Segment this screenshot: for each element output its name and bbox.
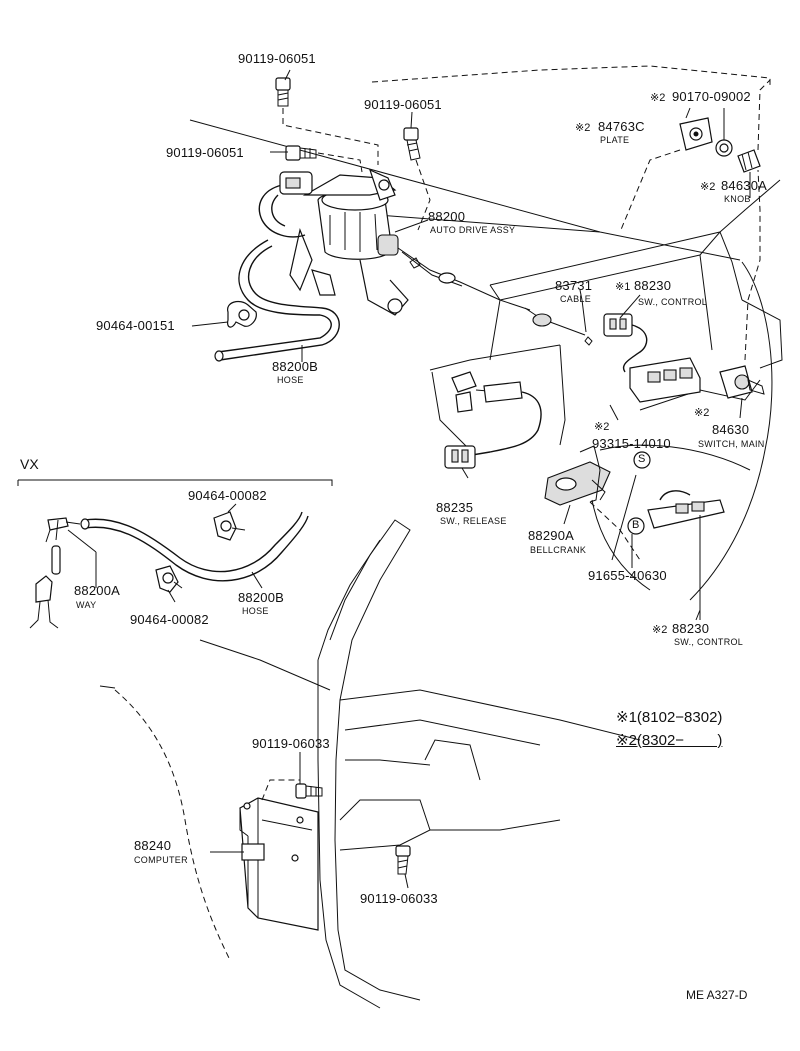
screw-93315-mark: ※2 bbox=[594, 421, 610, 433]
computer-bolt-lower-art bbox=[395, 845, 411, 875]
sw-control-2-number: 88230 bbox=[672, 621, 710, 636]
switch-main-name: SWITCH, MAIN bbox=[698, 439, 765, 449]
cable-art bbox=[524, 299, 593, 346]
legend-row-1: ※1(8102−8302) bbox=[616, 708, 722, 726]
bolt-top-left-art bbox=[275, 77, 379, 165]
computer-art bbox=[239, 779, 319, 931]
bolt-computer-upper-number: 90119-06033 bbox=[252, 736, 330, 751]
callout-s-art bbox=[611, 451, 651, 561]
legend-range-1: (8102−8302) bbox=[636, 709, 723, 726]
leader-lines bbox=[67, 69, 751, 889]
cable-name: CABLE bbox=[560, 294, 592, 304]
nut-number: 90170-09002 bbox=[672, 89, 751, 104]
plate-name: PLATE bbox=[600, 135, 630, 145]
auto-drive-number: 88200 bbox=[428, 209, 466, 224]
vx-way-art bbox=[29, 517, 81, 629]
sw-release-name: SW., RELEASE bbox=[440, 516, 507, 526]
screw-91655-number: 91655-40630 bbox=[588, 568, 667, 583]
plate-mark: ※2 bbox=[575, 122, 591, 134]
bolt-top-mid-number: 90119-06051 bbox=[364, 97, 442, 112]
upper-hose-art bbox=[214, 239, 340, 362]
computer-name: COMPUTER bbox=[134, 855, 188, 865]
computer-bolt-upper-art bbox=[295, 783, 323, 799]
sw-release-number: 88235 bbox=[436, 500, 474, 515]
knob-number: 84630A bbox=[721, 178, 768, 193]
sw-release-art bbox=[444, 371, 542, 469]
upper-clamp-art bbox=[227, 300, 257, 328]
bellcrank-art bbox=[544, 445, 641, 561]
callout-b: B bbox=[632, 519, 640, 531]
cable-number: 83731 bbox=[555, 278, 593, 293]
steering-wheel-outline bbox=[591, 261, 773, 601]
bolt-left-number: 90119-06051 bbox=[166, 145, 244, 160]
sw-control-1-art bbox=[603, 313, 701, 403]
bolt-left-art bbox=[285, 145, 363, 173]
callout-b-art bbox=[627, 517, 645, 535]
screw-93315-number: 93315-14010 bbox=[592, 436, 671, 451]
sw-control-2-art bbox=[647, 490, 725, 620]
bolt-top-mid-art bbox=[403, 127, 431, 231]
diagram-code: ME A327-D bbox=[686, 988, 748, 1002]
bellcrank-name: BELLCRANK bbox=[530, 545, 587, 555]
clamp-vx-upper-number: 90464-00082 bbox=[188, 488, 267, 503]
vx-label: VX bbox=[20, 456, 39, 472]
sw-control-1-name: SW., CONTROL bbox=[638, 297, 708, 307]
legend-range-2: (8302− ) bbox=[636, 732, 723, 749]
switch-main-art bbox=[719, 79, 771, 399]
knob-mark: ※2 bbox=[700, 181, 716, 193]
hose-upper-name: HOSE bbox=[277, 375, 304, 385]
computer-number: 88240 bbox=[134, 838, 172, 853]
plate-number: 84763C bbox=[598, 119, 645, 134]
sw-control-2-name: SW., CONTROL bbox=[674, 637, 744, 647]
bolt-top-left-number: 90119-06051 bbox=[238, 51, 316, 66]
hose-vx-number: 88200B bbox=[238, 590, 285, 605]
hose-vx-name: HOSE bbox=[242, 606, 269, 616]
vx-hose-art bbox=[80, 511, 309, 582]
vx-frame bbox=[17, 479, 333, 486]
vx-clamp-upper-art bbox=[213, 511, 246, 541]
callout-s: S bbox=[638, 453, 646, 465]
clamp-vx-lower-number: 90464-00082 bbox=[130, 612, 209, 627]
vx-clamp-lower-art bbox=[155, 565, 183, 593]
legend-mark-2: ※2 bbox=[616, 732, 637, 749]
hose-upper-number: 88200B bbox=[272, 359, 319, 374]
sw-control-1-number: 88230 bbox=[634, 278, 672, 293]
legend-row-2: ※2(8302− ) bbox=[616, 731, 722, 749]
switch-main-number: 84630 bbox=[712, 422, 750, 437]
way-number: 88200A bbox=[74, 583, 121, 598]
knob-name: KNOB bbox=[724, 194, 751, 204]
bolt-computer-lower-number: 90119-06033 bbox=[360, 891, 438, 906]
switch-main-mark: ※2 bbox=[694, 407, 710, 419]
clamp-upper-number: 90464-00151 bbox=[96, 318, 175, 333]
legend-mark-1: ※1 bbox=[616, 709, 637, 726]
nut-mark: ※2 bbox=[650, 92, 666, 104]
plate-art bbox=[619, 117, 713, 233]
sw-control-1-mark: ※1 bbox=[615, 281, 631, 293]
way-name: WAY bbox=[76, 600, 97, 610]
door-outline bbox=[99, 519, 641, 1009]
auto-drive-name: AUTO DRIVE ASSY bbox=[430, 225, 516, 235]
knob-art bbox=[737, 149, 761, 173]
auto-drive-assy bbox=[258, 168, 531, 316]
sw-control-2-mark: ※2 bbox=[652, 624, 668, 636]
bellcrank-number: 88290A bbox=[528, 528, 575, 543]
nut-art bbox=[715, 139, 733, 157]
